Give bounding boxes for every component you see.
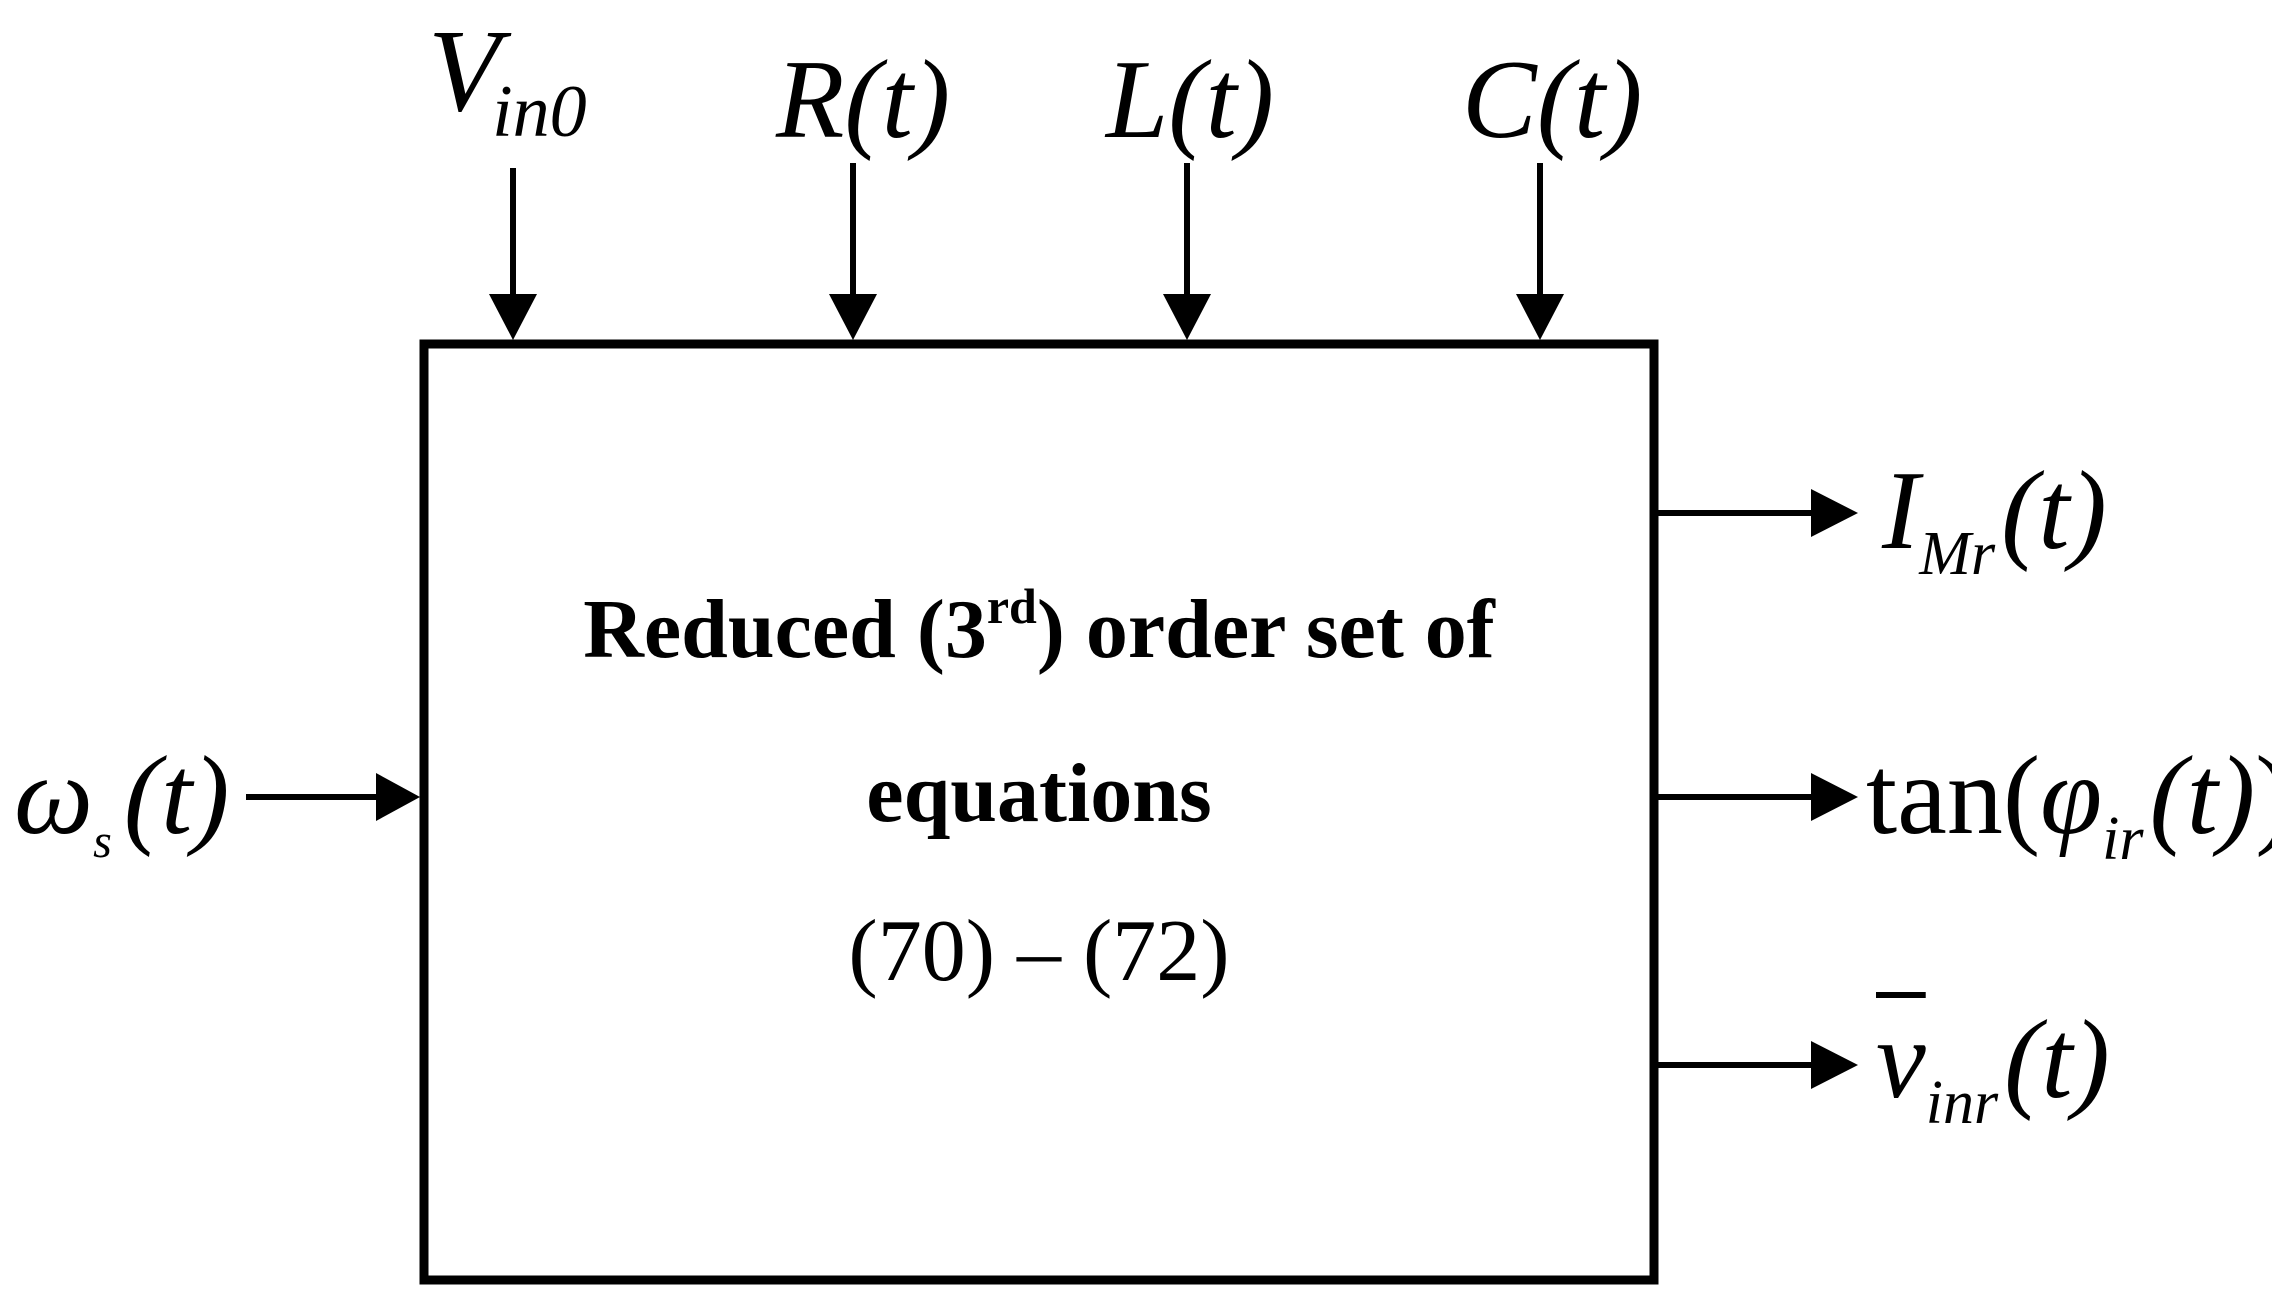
- arrow-vinr: [1658, 1041, 1858, 1089]
- input-omega-symbol: ω: [14, 734, 94, 858]
- input-vin0-symbol: V: [428, 5, 501, 136]
- arrow-r: [829, 163, 877, 340]
- output-imr-label: IMr(t): [1882, 455, 2107, 585]
- arrow-tan-phi: [1658, 773, 1858, 821]
- input-vin0-label: Vin0: [428, 12, 595, 150]
- arrow-c: [1516, 163, 1564, 340]
- input-r-args: (t): [844, 38, 951, 162]
- input-l-label: L(t): [1106, 44, 1274, 156]
- output-vinr-subscript: inr: [1925, 1069, 1999, 1137]
- block-title-line2: equations: [866, 747, 1212, 840]
- output-imr-subscript: Mr: [1919, 520, 1996, 588]
- input-omega-label: ωs(t): [14, 740, 229, 866]
- arrow-vin0: [489, 168, 537, 340]
- input-r-label: R(t): [776, 44, 950, 156]
- output-imr-args: (t): [2001, 449, 2107, 573]
- arrow-omega: [246, 773, 420, 821]
- block-title-post: ) order set of: [1036, 583, 1495, 676]
- block-title-sup: rd: [986, 578, 1037, 634]
- arrow-l: [1163, 163, 1211, 340]
- arrow-imr: [1658, 489, 1858, 537]
- output-imr-symbol: I: [1882, 449, 1920, 573]
- input-c-symbol: C: [1462, 38, 1537, 162]
- input-l-args: (t): [1168, 38, 1275, 162]
- input-omega-subscript: s: [93, 815, 112, 868]
- block-equation-ref: (70) – (72): [848, 903, 1230, 1000]
- output-vinr-label: vinr(t): [1876, 1004, 2110, 1134]
- output-phi-args: (t): [2149, 734, 2256, 858]
- input-l-symbol: L: [1106, 38, 1169, 162]
- output-phi-subscript: ir: [2102, 805, 2144, 873]
- output-tan-prefix: tan(: [1866, 734, 2041, 858]
- input-vin0-subscript: in0: [492, 71, 587, 153]
- output-tan-phi-label: tan(φir(t)): [1866, 740, 2272, 870]
- output-vinr-symbol: v: [1876, 998, 1926, 1122]
- input-omega-args: (t): [123, 734, 230, 858]
- system-block: [419, 339, 1659, 1285]
- input-c-label: C(t): [1462, 44, 1642, 156]
- block-title-line1: Reduced (3rd) order set of: [424, 581, 1654, 672]
- output-vinr-args: (t): [2004, 998, 2110, 1122]
- output-tan-suffix: ): [2255, 734, 2272, 858]
- input-r-symbol: R: [776, 38, 845, 162]
- input-c-args: (t): [1536, 38, 1643, 162]
- output-phi-symbol: φ: [2040, 734, 2103, 858]
- block-title-pre: Reduced (3: [583, 583, 987, 676]
